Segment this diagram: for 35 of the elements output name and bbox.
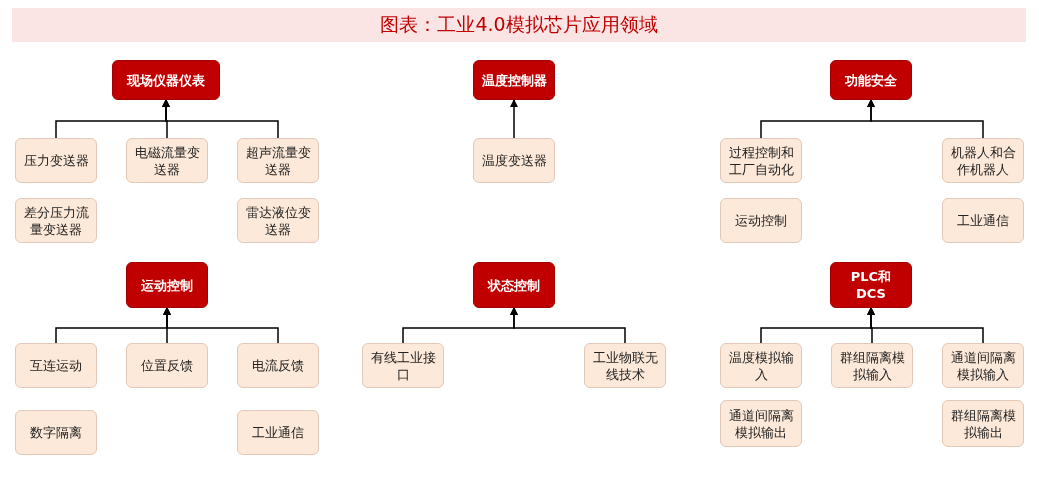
item-box: 位置反馈 <box>126 343 208 388</box>
item-box: 差分压力流量变送器 <box>15 198 97 243</box>
connector-arrow <box>163 307 279 344</box>
connector-arrow <box>510 99 518 139</box>
item-box: 互连运动 <box>15 343 97 388</box>
item-box: 通道间隔离模拟输出 <box>720 400 802 447</box>
item-box: 电流反馈 <box>237 343 319 388</box>
category-box: PLC和DCS <box>830 262 912 308</box>
item-box: 有线工业接口 <box>362 343 444 388</box>
item-box: 通道间隔离模拟输入 <box>942 343 1024 388</box>
item-box: 机器人和合作机器人 <box>942 138 1024 183</box>
category-box: 状态控制 <box>473 262 555 308</box>
title-banner: 图表：工业4.0模拟芯片应用领域 <box>12 8 1026 42</box>
category-box: 温度控制器 <box>473 60 555 100</box>
item-box: 工业通信 <box>942 198 1024 243</box>
item-box: 工业物联无线技术 <box>584 343 666 388</box>
connector-arrow <box>867 307 984 344</box>
item-box: 电磁流量变送器 <box>126 138 208 183</box>
item-box: 运动控制 <box>720 198 802 243</box>
category-box: 现场仪器仪表 <box>112 60 220 100</box>
category-box: 功能安全 <box>830 60 912 100</box>
item-box: 温度变送器 <box>473 138 555 183</box>
item-box: 温度模拟输入 <box>720 343 802 388</box>
connector-arrow <box>510 307 626 344</box>
connector-arrow <box>162 99 279 139</box>
item-box: 超声流量变送器 <box>237 138 319 183</box>
item-box: 群组隔离模拟输出 <box>942 400 1024 447</box>
item-box: 雷达液位变送器 <box>237 198 319 243</box>
item-box: 压力变送器 <box>15 138 97 183</box>
item-box: 工业通信 <box>237 410 319 455</box>
item-box: 群组隔离模拟输入 <box>831 343 913 388</box>
connector-arrow <box>867 99 984 139</box>
category-box: 运动控制 <box>126 262 208 308</box>
item-box: 数字隔离 <box>15 410 97 455</box>
item-box: 过程控制和工厂自动化 <box>720 138 802 183</box>
